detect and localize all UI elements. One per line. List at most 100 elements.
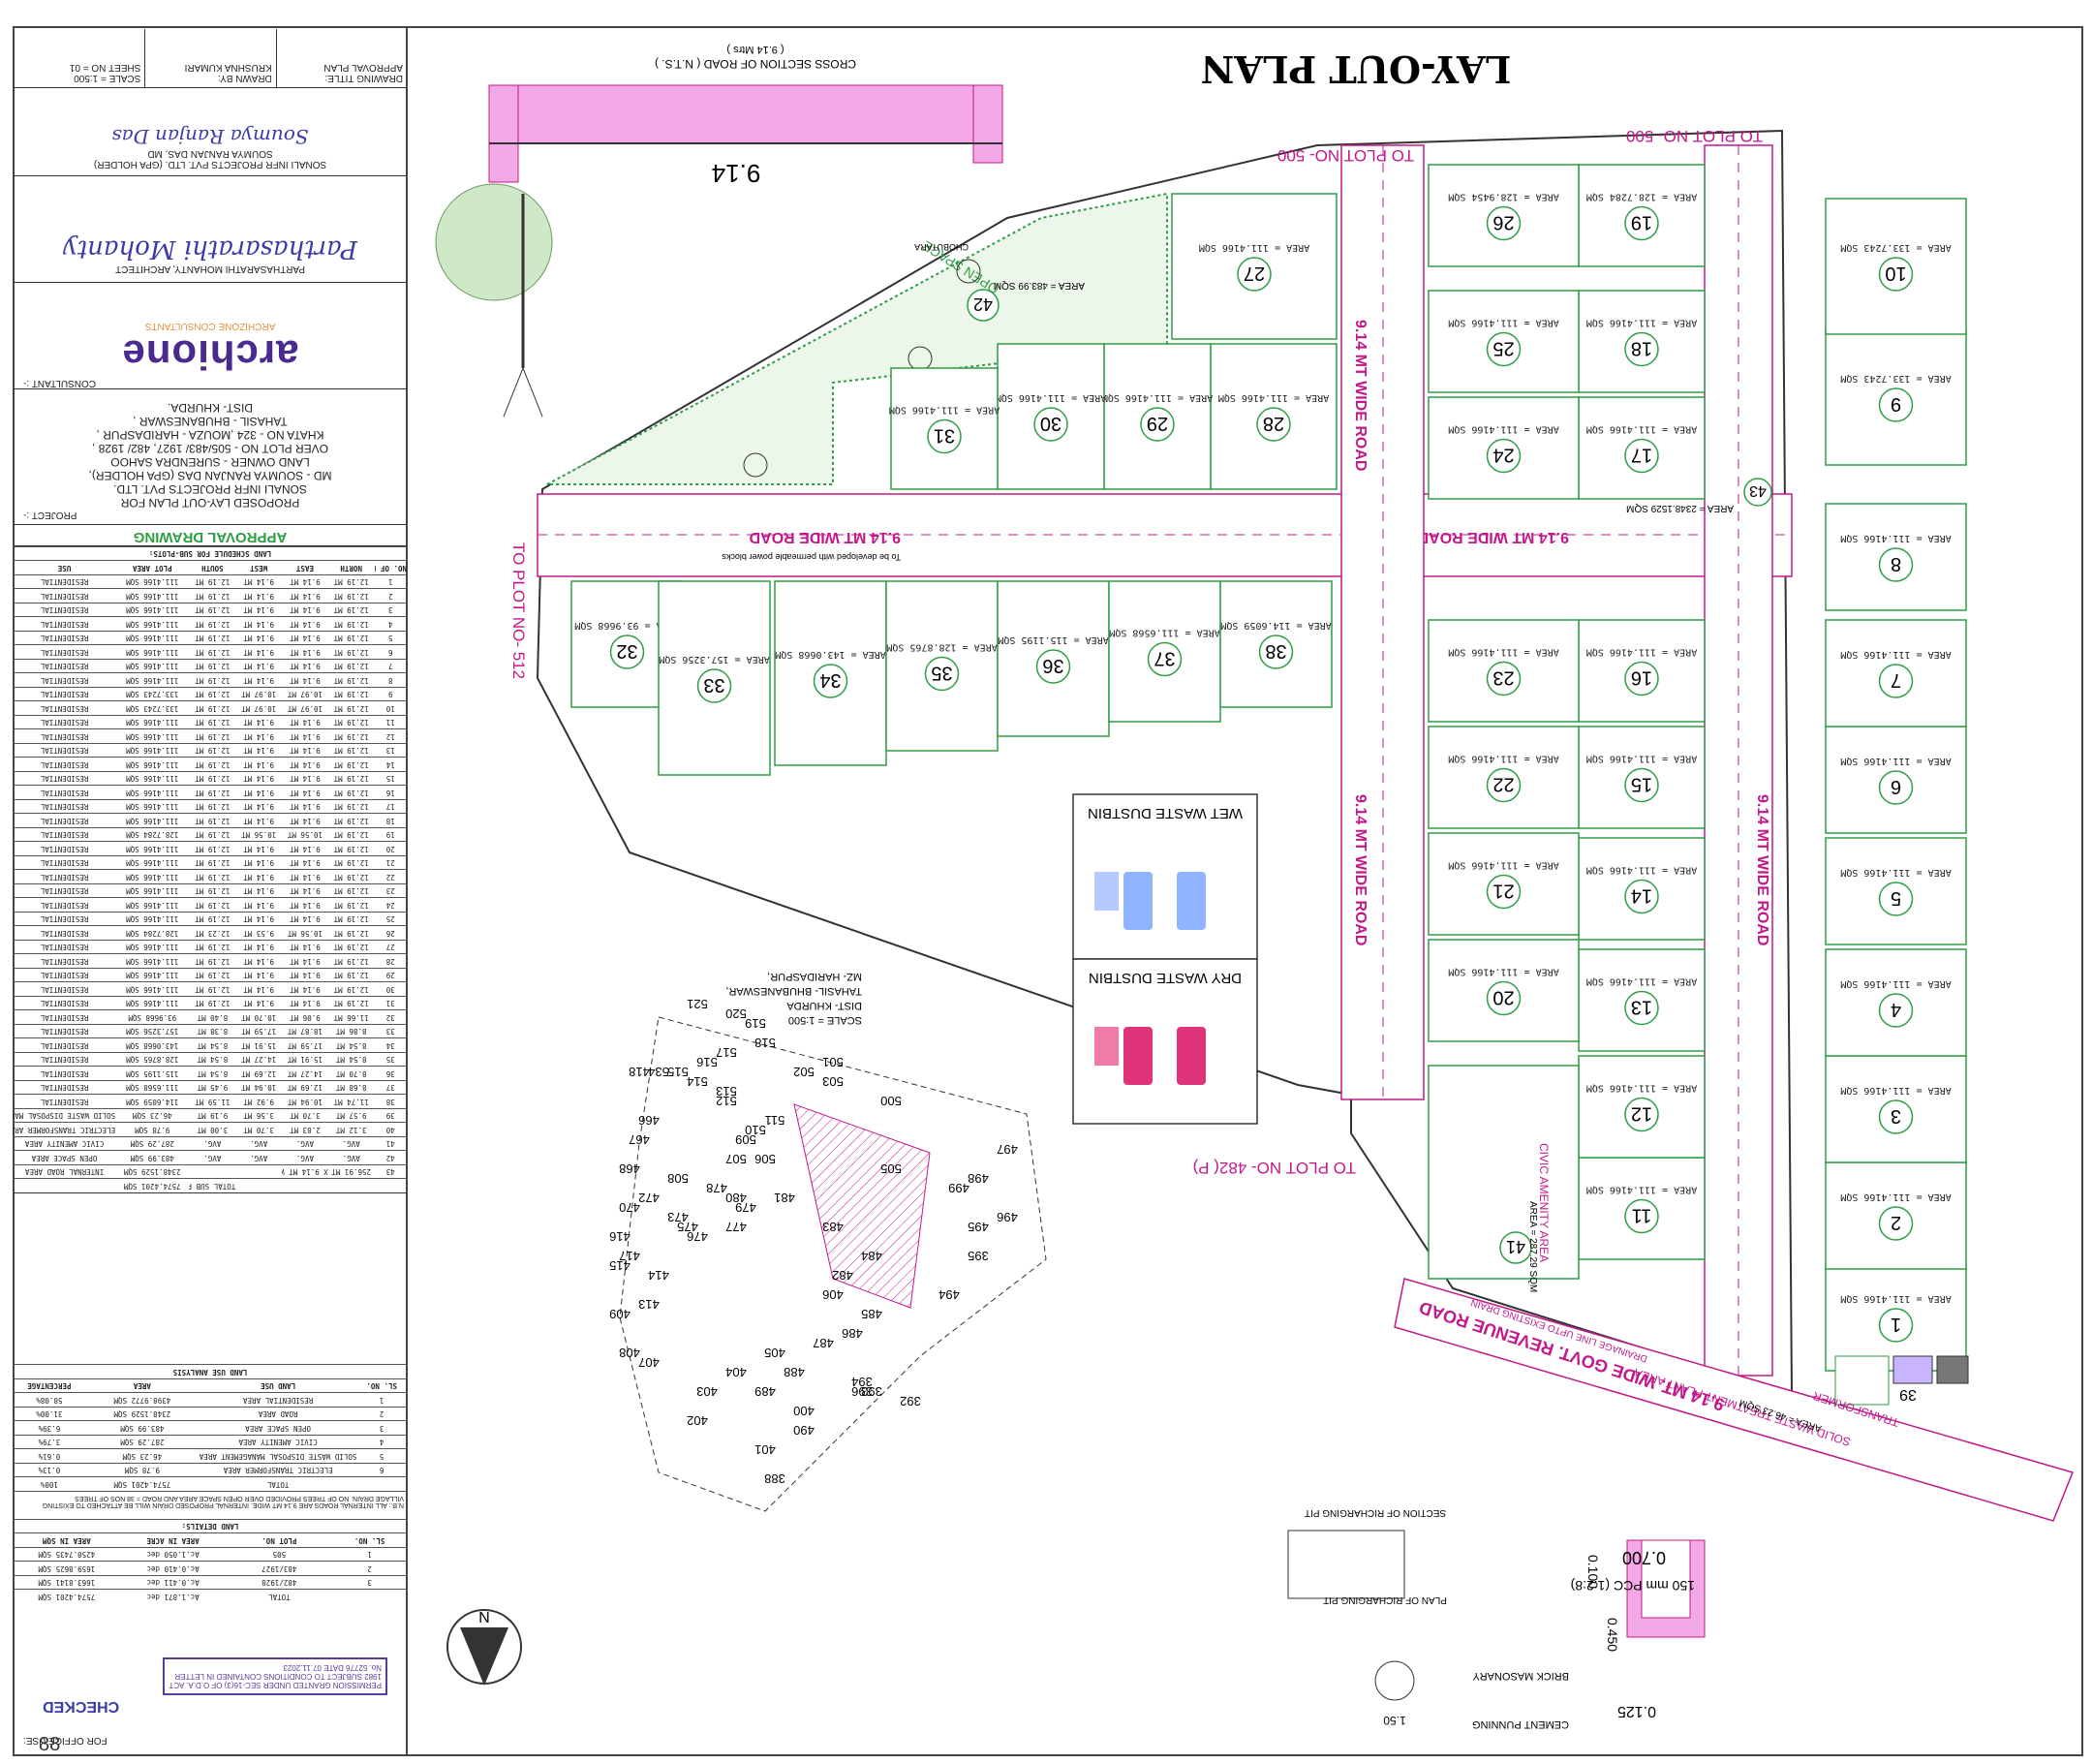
plan-drawing: LAY-OUT PLAN 9.14 CROSS SECTION OF ROAD … (435, 44, 2075, 1730)
keyplan-parcel: 417 (619, 1249, 640, 1263)
table-cell: 6 (379, 1466, 385, 1475)
plot-number: 1 (1891, 1314, 1901, 1335)
table-cell: 11.66 MT (333, 1012, 369, 1022)
open-space-area: AREA = 483.99 SQM (994, 280, 1085, 291)
dustbin-legend: WET WASTE DUSTBIN DRY WASTE DUSTBIN (1072, 793, 1258, 1125)
keyplan-parcel: 481 (774, 1191, 795, 1205)
table-cell: 9.14 MT (243, 731, 274, 741)
plot-area: AREA = 111.4166 SQM (1586, 865, 1697, 876)
plot-number: 24 (1492, 445, 1514, 466)
table-cell: 19 (385, 830, 395, 840)
table-cell: 9.14 MT (243, 675, 274, 685)
plot-area: AREA = 93.9668 SQM (574, 620, 679, 631)
plot-43-marker: 43 AREA = 2348.1529 SQM (1626, 478, 1772, 513)
table-cell: RESIDENTIAL (40, 1083, 89, 1093)
civic-amenity-41: 41 CIVIC AMENITY AREA AREA = 287.29 SQM (1428, 1065, 1580, 1292)
keyplan-parcel: 470 (619, 1200, 640, 1215)
table-cell: 12.19 MT (195, 731, 231, 741)
table-cell: RESIDENTIAL AREA (243, 1395, 314, 1405)
table-cell: 111.4166 SQM (126, 943, 179, 952)
table-cell: 1 (367, 1550, 372, 1560)
keyplan-parcel: 472 (638, 1191, 660, 1205)
table-cell: 483/1927 (262, 1563, 297, 1573)
table-cell: 10.97 MT (287, 690, 323, 699)
plot-number: 21 (1492, 881, 1514, 902)
table-cell: 111.4166 SQM (126, 675, 179, 685)
table-cell: 31 (385, 999, 395, 1008)
table-cell: 12.19 MT (333, 971, 369, 980)
table-cell: Ac.0.411 dec (146, 1578, 200, 1588)
road-label-right: 9.14 MT WIDE ROAD (1754, 794, 1770, 945)
table-cell: X 9.14 MT WIDTH (282, 1167, 328, 1177)
owner-md: SOUMYA RANJAN DAS, MD (147, 148, 273, 159)
table-cell: 31.00% (36, 1409, 63, 1419)
architect-signature: Parthasarathi Mohanty (63, 234, 357, 263)
keyplan-parcel: 479 (735, 1200, 756, 1215)
plot-area: AREA = 143.0668 SQM (775, 649, 885, 660)
table-cell: 483.99 SQM (130, 1153, 174, 1162)
table-cell: 12.19 MT (333, 577, 369, 587)
land-details-table: LAND DETAILS: SL. NO. PLOT NO. AREA IN A… (14, 1519, 407, 1603)
land-details-title: LAND DETAILS: (181, 1522, 239, 1532)
table-cell: 41 (385, 1139, 395, 1149)
table-cell: RESIDENTIAL (40, 1027, 89, 1037)
table-cell: 14.27 MT (287, 1068, 323, 1078)
plot-number: 16 (1631, 667, 1652, 689)
plot-area: AREA = 111.4166 SQM (1840, 1191, 1951, 1202)
table-cell: 30 (385, 984, 395, 994)
table-cell: 9.14 MT (243, 816, 274, 825)
table-cell: 9.14 MT (243, 802, 274, 812)
owner-company: SONALI INFR PROJECTS PVT. LTD. (GPA HOLD… (93, 159, 327, 170)
keyplan-parcel: 395 (968, 1249, 989, 1263)
table-cell: SOLID WASTE DISPOSAL MANAGEMENT AREA (14, 1111, 116, 1121)
table-cell: 9.14 MT (243, 984, 274, 994)
table-cell: 15.91 MT (241, 1040, 277, 1050)
keyplan-parcel: 485 (861, 1307, 882, 1321)
table-cell: 12.19 MT (195, 774, 231, 784)
keyplan-parcel: 394 (851, 1375, 873, 1389)
schedule-header: NO. OF PLOTS NORTH EAST WEST SOUTH PLOT … (14, 560, 407, 574)
table-cell: 12 (385, 731, 395, 741)
table-cell: 100% (40, 1479, 58, 1489)
owner-signature: Soumya Ranjan Das (111, 125, 309, 148)
table-cell: 12.19 MT (333, 830, 369, 840)
plot-number: 31 (934, 425, 955, 447)
table-cell: 1663.8141 SQM (38, 1578, 96, 1588)
plot-number: 27 (1244, 263, 1265, 284)
table-cell: RESIDENTIAL (40, 872, 89, 882)
plot-area: AREA = 128.9454 SQM (1448, 192, 1558, 202)
table-cell: RESIDENTIAL (40, 830, 89, 840)
table-cell: 12.19 MT (195, 984, 231, 994)
road-section-title: CROSS SECTION OF ROAD ( N.T.S. ) (655, 57, 856, 71)
table-cell: RESIDENTIAL (40, 900, 89, 910)
project-line-2: MD - SOUMYA RANJAN DAS (GPA HOLDER), (88, 469, 332, 482)
table-cell: 4398.9772 SQM (113, 1395, 171, 1405)
table-cell: 12.19 MT (333, 872, 369, 882)
table-cell: 2 (367, 1563, 372, 1573)
neighbour-north: TO PLOT NO- 500 (1277, 146, 1414, 165)
table-cell: 12.19 MT (195, 605, 231, 615)
table-cell: 37 (385, 1083, 395, 1093)
table-cell: 12.19 MT (333, 647, 369, 657)
keyplan-parcel: 507 (725, 1152, 747, 1166)
table-cell: 9.14 MT (290, 984, 321, 994)
table-cell: TOTAL (266, 1479, 290, 1489)
table-cell: RESIDENTIAL (40, 774, 89, 784)
table-cell: 12.19 MT (195, 914, 231, 924)
table-cell: 93.9668 SQM (128, 1012, 177, 1022)
table-cell: 13 (385, 746, 395, 756)
keyplan-parcel: 415 (609, 1258, 631, 1273)
table-cell: 0.13% (38, 1466, 61, 1475)
svg-text:41: 41 (1506, 1237, 1525, 1256)
table-cell: 12.19 MT (333, 591, 369, 601)
